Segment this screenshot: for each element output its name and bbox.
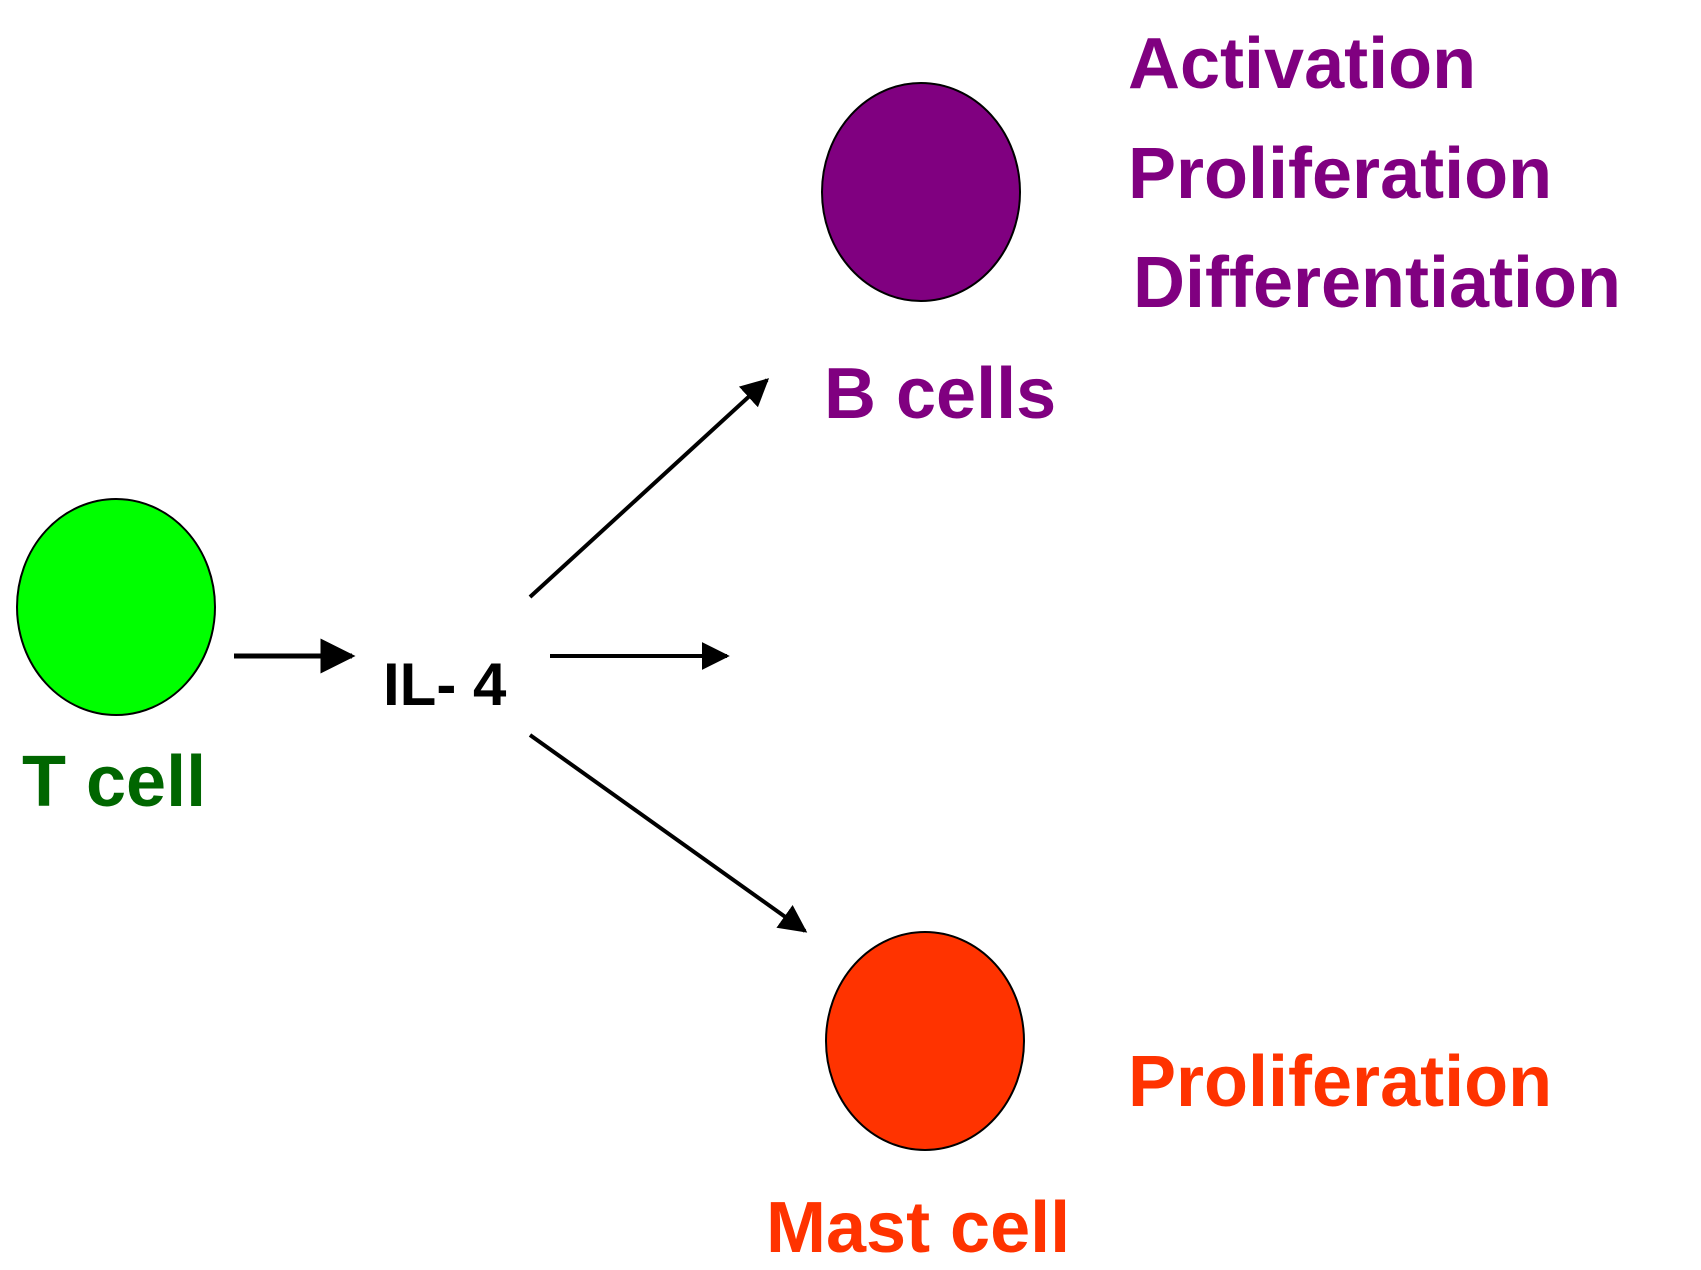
b-cells-label: B cells (824, 354, 1056, 434)
t-cell-label: T cell (22, 742, 206, 822)
il4-label: IL- 4 (383, 651, 507, 718)
arrow-il4-to-b-cells (528, 378, 770, 599)
mast-cell-label: Mast cell (766, 1188, 1070, 1268)
b-cell-circle (821, 82, 1021, 302)
mast-cell-effect-proliferation: Proliferation (1128, 1042, 1552, 1122)
mast-cell-circle (825, 931, 1025, 1151)
arrow-il4-to-mast-cell (528, 733, 808, 933)
b-cells-effect-activation: Activation (1128, 24, 1476, 104)
b-cells-effect-proliferation: Proliferation (1128, 134, 1552, 214)
t-cell-circle (16, 498, 216, 716)
b-cells-effect-differentiation: Differentiation (1133, 243, 1621, 323)
